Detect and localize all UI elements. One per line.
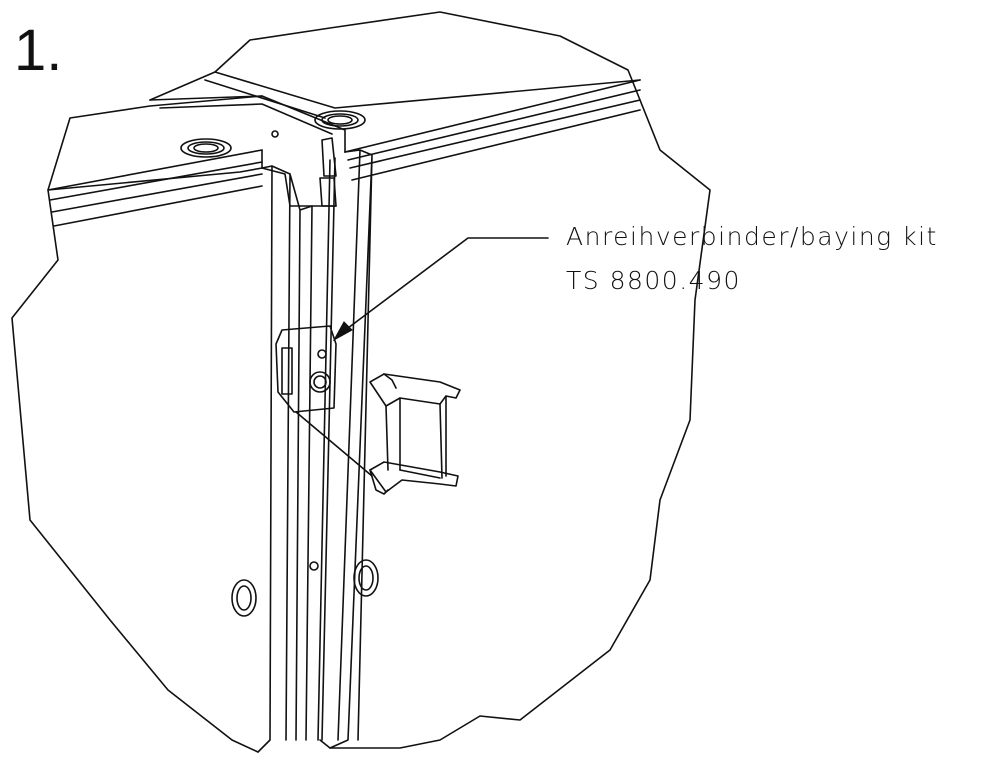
top-hole-left (180, 138, 232, 158)
frame-hole-left (231, 579, 257, 617)
mounted-baying-bracket (275, 325, 337, 413)
top-hole-right (314, 110, 366, 130)
callout-label-name: Anreihverbinder/baying kit (566, 222, 938, 251)
left-cabinet-panel (11, 95, 263, 753)
vertical-frame-right (317, 149, 373, 749)
vertical-frame-left (257, 165, 313, 753)
frame-hole-right (353, 559, 379, 597)
callout-arrowhead (332, 321, 353, 342)
callout-label-part-number: TS 8800.490 (566, 266, 741, 295)
baying-clip-part (369, 373, 461, 495)
insertion-guide-line (295, 411, 373, 477)
top-cover-plate (149, 11, 711, 749)
step-number: 1. (14, 18, 63, 83)
callout-leader-line (339, 237, 549, 335)
